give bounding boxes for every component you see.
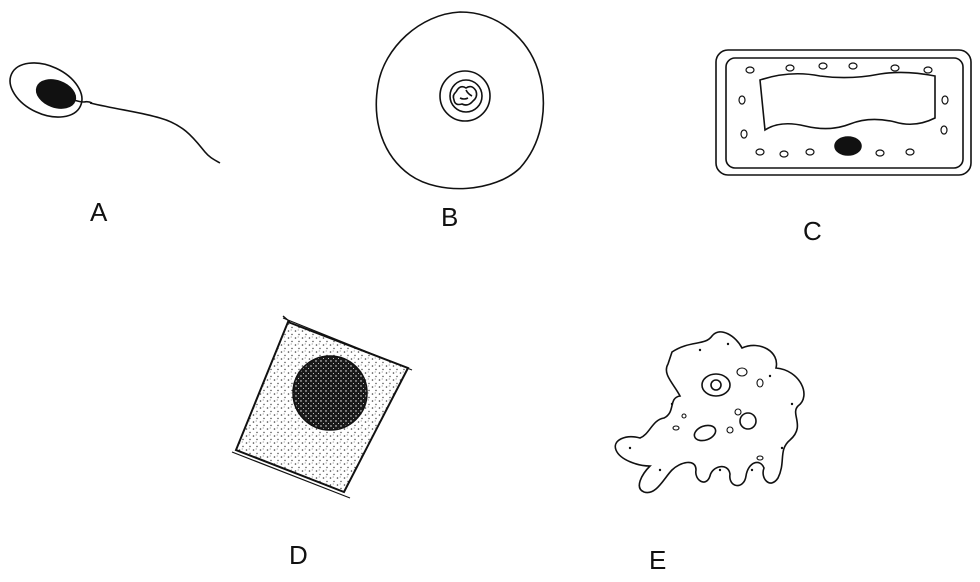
egg-membrane <box>376 12 543 189</box>
label-d: D <box>289 542 308 568</box>
contractile-vacuole <box>740 413 756 429</box>
plant-nucleus <box>835 137 861 155</box>
label-b: B <box>441 204 458 230</box>
amoeba-granules <box>673 368 763 460</box>
sperm-tail <box>90 103 220 163</box>
amoeba-membrane <box>615 332 804 493</box>
label-e: E <box>649 547 666 573</box>
amoeba-drawing <box>615 332 804 493</box>
vacuole <box>760 72 935 130</box>
food-vacuole-1 <box>692 423 717 444</box>
egg-cell-drawing <box>376 12 543 189</box>
plant-cell-drawing <box>716 50 971 175</box>
animal-cell-drawing <box>232 316 412 498</box>
amoeba-nucleolus <box>711 380 721 390</box>
amoeba-nucleus <box>702 374 730 396</box>
label-a: A <box>90 199 107 225</box>
egg-chromatin <box>453 87 476 105</box>
animal-nucleus <box>293 356 367 430</box>
label-c: C <box>803 218 822 244</box>
sperm-cell-drawing <box>1 52 220 163</box>
amoeba-edge-dots <box>629 343 793 471</box>
sperm-nucleus <box>33 75 79 113</box>
sperm-neck <box>74 100 92 103</box>
